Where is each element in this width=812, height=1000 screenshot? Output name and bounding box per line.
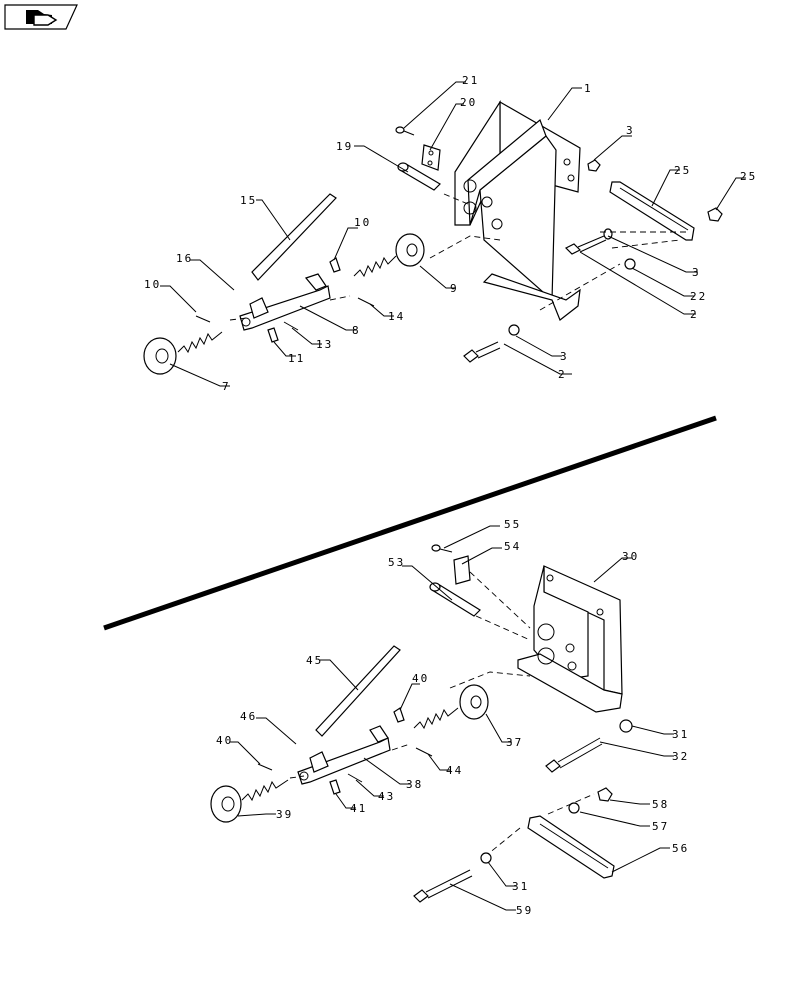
callout-9: 9 [450,282,459,295]
plate-20 [421,144,441,171]
callout-22: 22 [690,290,707,303]
rod-45 [315,645,401,737]
callout-25-nut: 25 [740,170,757,183]
eyebolt-39 [210,779,289,823]
callout-25-plate: 25 [674,164,691,177]
top-assembly [143,99,723,375]
callout-55: 55 [504,518,521,531]
callout-31-lower: 31 [512,880,529,893]
callout-19: 19 [336,140,353,153]
callout-10-left: 10 [144,278,161,291]
bracket-1 [454,99,581,321]
pin-40-lower [257,763,273,771]
washer-57 [568,802,580,814]
callout-1: 1 [584,82,593,95]
rod-15 [251,193,337,281]
callout-58: 58 [652,798,669,811]
pin-10-lower [195,315,211,323]
bracket-30 [517,565,623,713]
callout-56: 56 [672,842,689,855]
plate-56 [527,815,615,879]
screw-55 [431,544,453,553]
pin-10-upper [329,257,341,273]
washer-3-lower [508,324,520,336]
callout-53: 53 [388,556,405,569]
callout-41: 41 [350,802,367,815]
pin-43 [347,773,363,783]
bolt-59 [413,869,473,903]
bottom-assembly [210,544,633,903]
folder-arrow-icon [26,10,58,26]
callout-40-upper: 40 [412,672,429,685]
eyebolt-37 [413,684,489,730]
callout-39: 39 [276,808,293,821]
callout-10-upper: 10 [354,216,371,229]
pin-13 [283,321,299,331]
callout-2-upper: 2 [690,308,699,321]
bolt-2-lower [463,341,501,363]
lever-8 [239,273,331,331]
separator-line [103,415,717,631]
callout-54: 54 [504,540,521,553]
nut-58 [597,787,613,802]
callout-11: 11 [288,352,305,365]
nav-back-badge[interactable] [4,4,78,30]
callout-13: 13 [316,338,333,351]
callout-7: 7 [222,380,231,393]
callout-32: 32 [672,750,689,763]
nut-25 [707,207,723,222]
bolt-2-upper [564,228,613,255]
callout-37: 37 [506,736,523,749]
bolt-32 [545,737,603,773]
pin-41 [329,779,341,795]
callout-16: 16 [176,252,193,265]
callout-labels: 1 2 2 3 3 3 7 8 9 10 10 11 13 14 15 16 1… [144,74,757,917]
callout-59: 59 [516,904,533,917]
callout-20: 20 [460,96,477,109]
callout-45: 45 [306,654,323,667]
callout-44: 44 [446,764,463,777]
callout-3-top: 3 [626,124,635,137]
callout-14: 14 [388,310,405,323]
washer-31-upper [619,719,633,733]
callout-15: 15 [240,194,257,207]
callout-8: 8 [352,324,361,337]
callout-3-lower: 3 [560,350,569,363]
callout-21: 21 [462,74,479,87]
leader-lines [160,81,746,911]
callout-43: 43 [378,790,395,803]
callout-30: 30 [622,550,639,563]
plate-25 [609,181,695,241]
callout-2-lower: 2 [558,368,567,381]
washer-31-lower [480,852,492,864]
callout-38: 38 [406,778,423,791]
callout-3-mid: 3 [692,266,701,279]
callout-57: 57 [652,820,669,833]
pin-44 [415,747,433,757]
callout-46: 46 [240,710,257,723]
pin-19 [397,162,441,191]
callout-40-left: 40 [216,734,233,747]
lever-38 [297,725,391,785]
screw-21 [395,126,415,136]
pin-40-upper [393,707,405,723]
eyebolt-7 [143,331,223,375]
callout-31-upper: 31 [672,728,689,741]
eyebolt-9 [353,233,425,278]
nut-3-top [587,159,601,172]
washer-22 [624,258,636,270]
pin-11 [267,327,279,343]
plate-54 [453,555,471,585]
